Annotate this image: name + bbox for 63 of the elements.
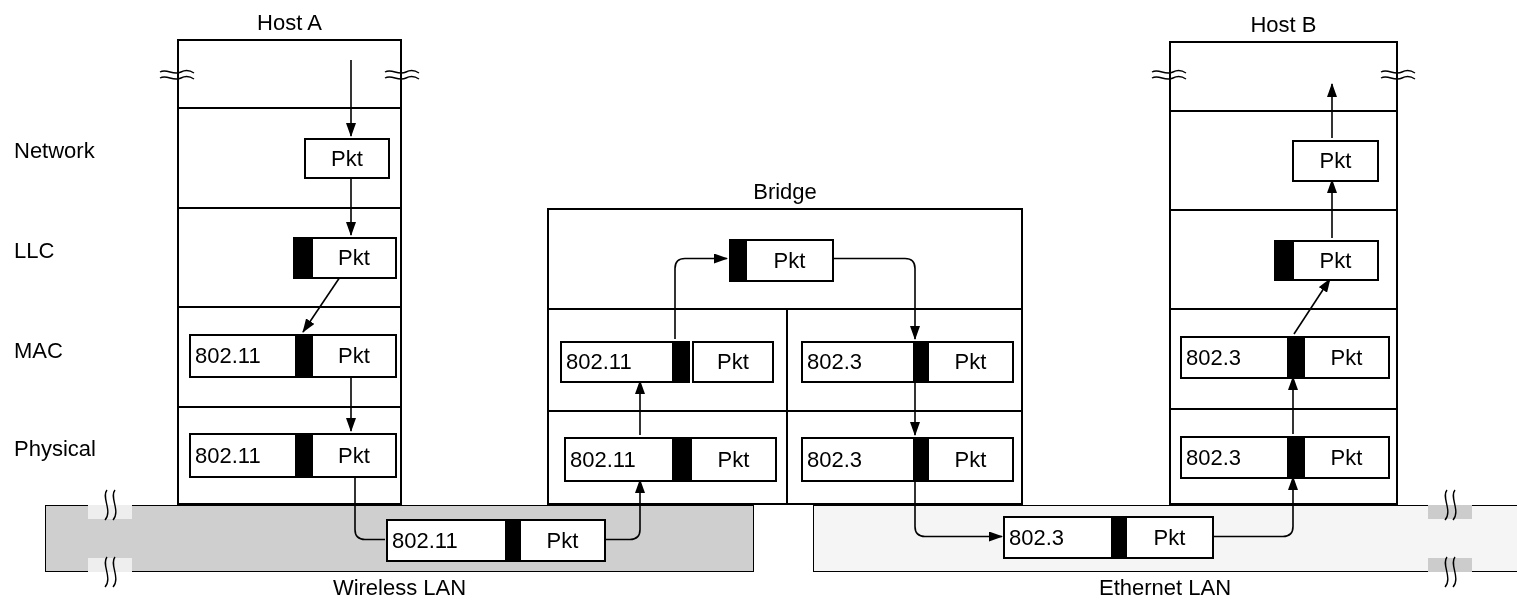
packet-box bbox=[189, 433, 397, 478]
packet-box bbox=[1274, 240, 1379, 281]
arrow bbox=[1327, 179, 1337, 239]
protocol-label: 802.11 bbox=[392, 529, 458, 552]
arrow bbox=[346, 375, 356, 432]
payload-label: Pkt bbox=[331, 147, 363, 170]
payload-label: Pkt bbox=[1319, 249, 1352, 272]
packet-box bbox=[189, 334, 397, 378]
payload-label: Pkt bbox=[773, 249, 806, 272]
stack-title: Host A bbox=[257, 12, 322, 34]
payload-label: Pkt bbox=[546, 529, 579, 552]
arrow bbox=[604, 479, 645, 541]
arrow bbox=[1327, 83, 1337, 139]
arrow bbox=[674, 253, 728, 340]
payload-label: Pkt bbox=[1330, 346, 1363, 369]
packet-box bbox=[729, 239, 834, 282]
arrow bbox=[910, 380, 920, 436]
protocol-label: 802.11 bbox=[195, 444, 261, 467]
packet-box bbox=[1180, 336, 1390, 379]
network-label: Ethernet LAN bbox=[1098, 577, 1232, 599]
network-label: Wireless LAN bbox=[332, 577, 467, 599]
packet-box bbox=[1180, 436, 1390, 479]
arrow bbox=[346, 59, 356, 137]
arrow bbox=[914, 479, 1003, 542]
arrow bbox=[1288, 376, 1298, 435]
payload-label: Pkt bbox=[1319, 150, 1352, 172]
payload-label: Pkt bbox=[1330, 446, 1363, 469]
payload-label: Pkt bbox=[338, 444, 370, 467]
packet-box bbox=[1292, 140, 1379, 182]
stack-title: Bridge bbox=[753, 181, 817, 203]
layer-label: LLC bbox=[14, 238, 55, 263]
protocol-label: 802.3 bbox=[807, 351, 863, 373]
arrow bbox=[831, 257, 920, 340]
arrow bbox=[1212, 476, 1298, 538]
payload-label: Pkt bbox=[717, 351, 749, 373]
protocol-label: 802.11 bbox=[566, 351, 632, 373]
protocol-label: 802.3 bbox=[807, 448, 863, 471]
layer-label: Network bbox=[14, 138, 95, 163]
protocol-label: 802.3 bbox=[1009, 526, 1065, 549]
packet-box bbox=[304, 138, 390, 179]
protocol-label: 802.3 bbox=[1186, 446, 1242, 469]
payload-label: Pkt bbox=[954, 351, 987, 373]
stack-title: Host B bbox=[1250, 14, 1317, 36]
protocol-label: 802.11 bbox=[195, 345, 261, 367]
arrow bbox=[346, 176, 356, 236]
payload-label: Pkt bbox=[1153, 526, 1186, 549]
payload-label: Pkt bbox=[717, 448, 750, 471]
protocol-label: 802.3 bbox=[1186, 346, 1242, 369]
layer-label: Physical bbox=[14, 436, 96, 461]
packet-box bbox=[564, 437, 777, 482]
payload-label: Pkt bbox=[338, 247, 370, 269]
packet-box bbox=[801, 341, 1014, 383]
layer-label: MAC bbox=[14, 338, 63, 363]
arrow bbox=[1293, 278, 1331, 335]
packet-box bbox=[801, 437, 1014, 482]
packet-box bbox=[1003, 516, 1214, 559]
payload-label: Pkt bbox=[338, 345, 370, 367]
packet-box bbox=[293, 237, 397, 279]
protocol-label: 802.11 bbox=[570, 448, 636, 471]
packet-box bbox=[386, 519, 606, 562]
arrow bbox=[302, 276, 341, 333]
arrow bbox=[635, 380, 645, 436]
payload-label: Pkt bbox=[954, 448, 987, 471]
